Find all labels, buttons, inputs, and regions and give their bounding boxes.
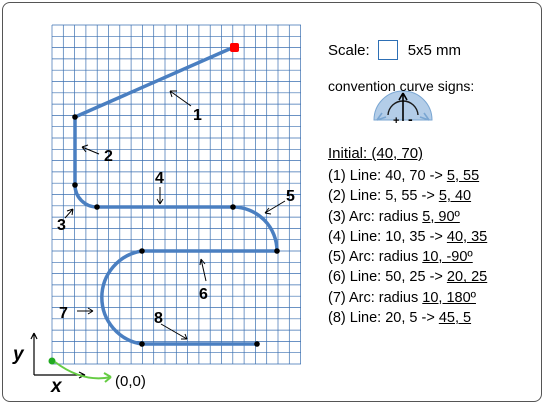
- origin-point: [48, 357, 56, 365]
- origin-arrow: [54, 361, 112, 380]
- curve-sign-plus: +: [393, 115, 399, 127]
- step-item: (3) Arc: radius 5, 90º: [328, 208, 460, 225]
- diagram-frame: 1 2 3 4 5 6 7 8 y x (0,0) + -: [2, 2, 542, 402]
- path-label-4: 4: [155, 170, 164, 187]
- path-label-6: 6: [199, 286, 208, 303]
- scale-value: 5x5 mm: [407, 41, 462, 59]
- path-label-7: 7: [59, 305, 68, 322]
- path: [73, 45, 279, 346]
- node: [274, 248, 280, 254]
- end-point: [230, 43, 239, 52]
- grid: [51, 24, 301, 365]
- node: [139, 248, 145, 254]
- step-item: (8) Line: 20, 5 -> 45, 5: [328, 310, 472, 327]
- axes: [30, 332, 86, 379]
- instructions-panel: Scale: 5x5 mm convention curve signs: In…: [328, 3, 541, 401]
- path-label-2: 2: [104, 148, 113, 165]
- step-item: (6) Line: 50, 25 -> 20, 25: [328, 269, 488, 286]
- origin-arrow-head: [103, 372, 112, 383]
- scale-square: [377, 40, 398, 60]
- path-label-3: 3: [57, 217, 66, 234]
- callouts: [64, 90, 286, 340]
- convention-label: convention curve signs:: [328, 78, 475, 94]
- scale-row: Scale: 5x5 mm: [328, 40, 461, 60]
- path-label-5: 5: [286, 188, 295, 205]
- step-list: (1) Line: 40, 70 -> 5, 55 (2) Line: 5, 5…: [328, 166, 487, 328]
- curve-sign-minus: -: [408, 111, 413, 127]
- origin-label: (0,0): [115, 373, 146, 390]
- path-label-1: 1: [193, 107, 202, 124]
- step-item: (2) Line: 5, 55 -> 5, 40: [328, 188, 472, 205]
- step-item: (1) Line: 40, 70 -> 5, 55: [328, 168, 480, 184]
- path-segment-3: [73, 184, 98, 209]
- path-diagram: 1 2 3 4 5 6 7 8 y x (0,0) + -: [12, 24, 433, 397]
- path-segment-7: [100, 249, 143, 346]
- node: [72, 114, 78, 120]
- node: [254, 341, 260, 347]
- step-item: (7) Arc: radius 10, 180º: [328, 289, 476, 306]
- path-label-8: 8: [154, 310, 163, 327]
- x-axis-label: x: [50, 376, 63, 397]
- path-nodes: [48, 43, 280, 365]
- y-axis-label: y: [12, 344, 25, 365]
- initial-position: Initial: (40, 70): [328, 145, 424, 162]
- step-item: (4) Line: 10, 35 -> 40, 35: [328, 228, 488, 245]
- path-label-group: 1 2 3 4 5 6 7 8: [57, 107, 295, 327]
- node: [94, 204, 100, 210]
- step-item: (5) Arc: radius 10, -90º: [328, 249, 473, 266]
- node: [139, 341, 145, 347]
- path-segment-5: [232, 205, 279, 252]
- scale-label: Scale:: [328, 41, 370, 59]
- curve-sign-icon: [373, 90, 433, 121]
- node: [72, 182, 78, 188]
- node: [230, 204, 236, 210]
- path-segment-1: [73, 45, 236, 119]
